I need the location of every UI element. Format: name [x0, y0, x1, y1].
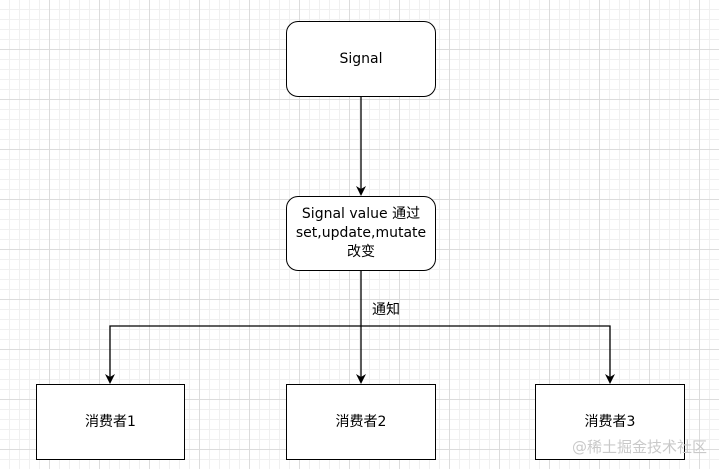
consumer-3-node: 消费者3 [535, 384, 685, 460]
signal-node: Signal [286, 21, 436, 97]
consumer-3-label: 消费者3 [584, 413, 636, 430]
signal-node-label: Signal [339, 50, 383, 67]
edge-value-to-consumer-3 [361, 325, 615, 384]
consumer-1-node: 消费者1 [36, 384, 185, 460]
consumer-2-label: 消费者2 [335, 413, 387, 430]
consumer-2-node: 消费者2 [286, 384, 436, 460]
consumer-1-label: 消费者1 [85, 413, 136, 430]
signal-value-node: Signal value 通过set,update,mutate改变 [286, 196, 436, 271]
watermark: @稀土掘金技术社区 [571, 438, 707, 456]
signal-value-node-label: Signal value 通过set,update,mutate改变 [295, 206, 427, 260]
edge-value-to-consumer-1 [105, 325, 361, 384]
notify-edge-label: 通知 [372, 302, 400, 318]
